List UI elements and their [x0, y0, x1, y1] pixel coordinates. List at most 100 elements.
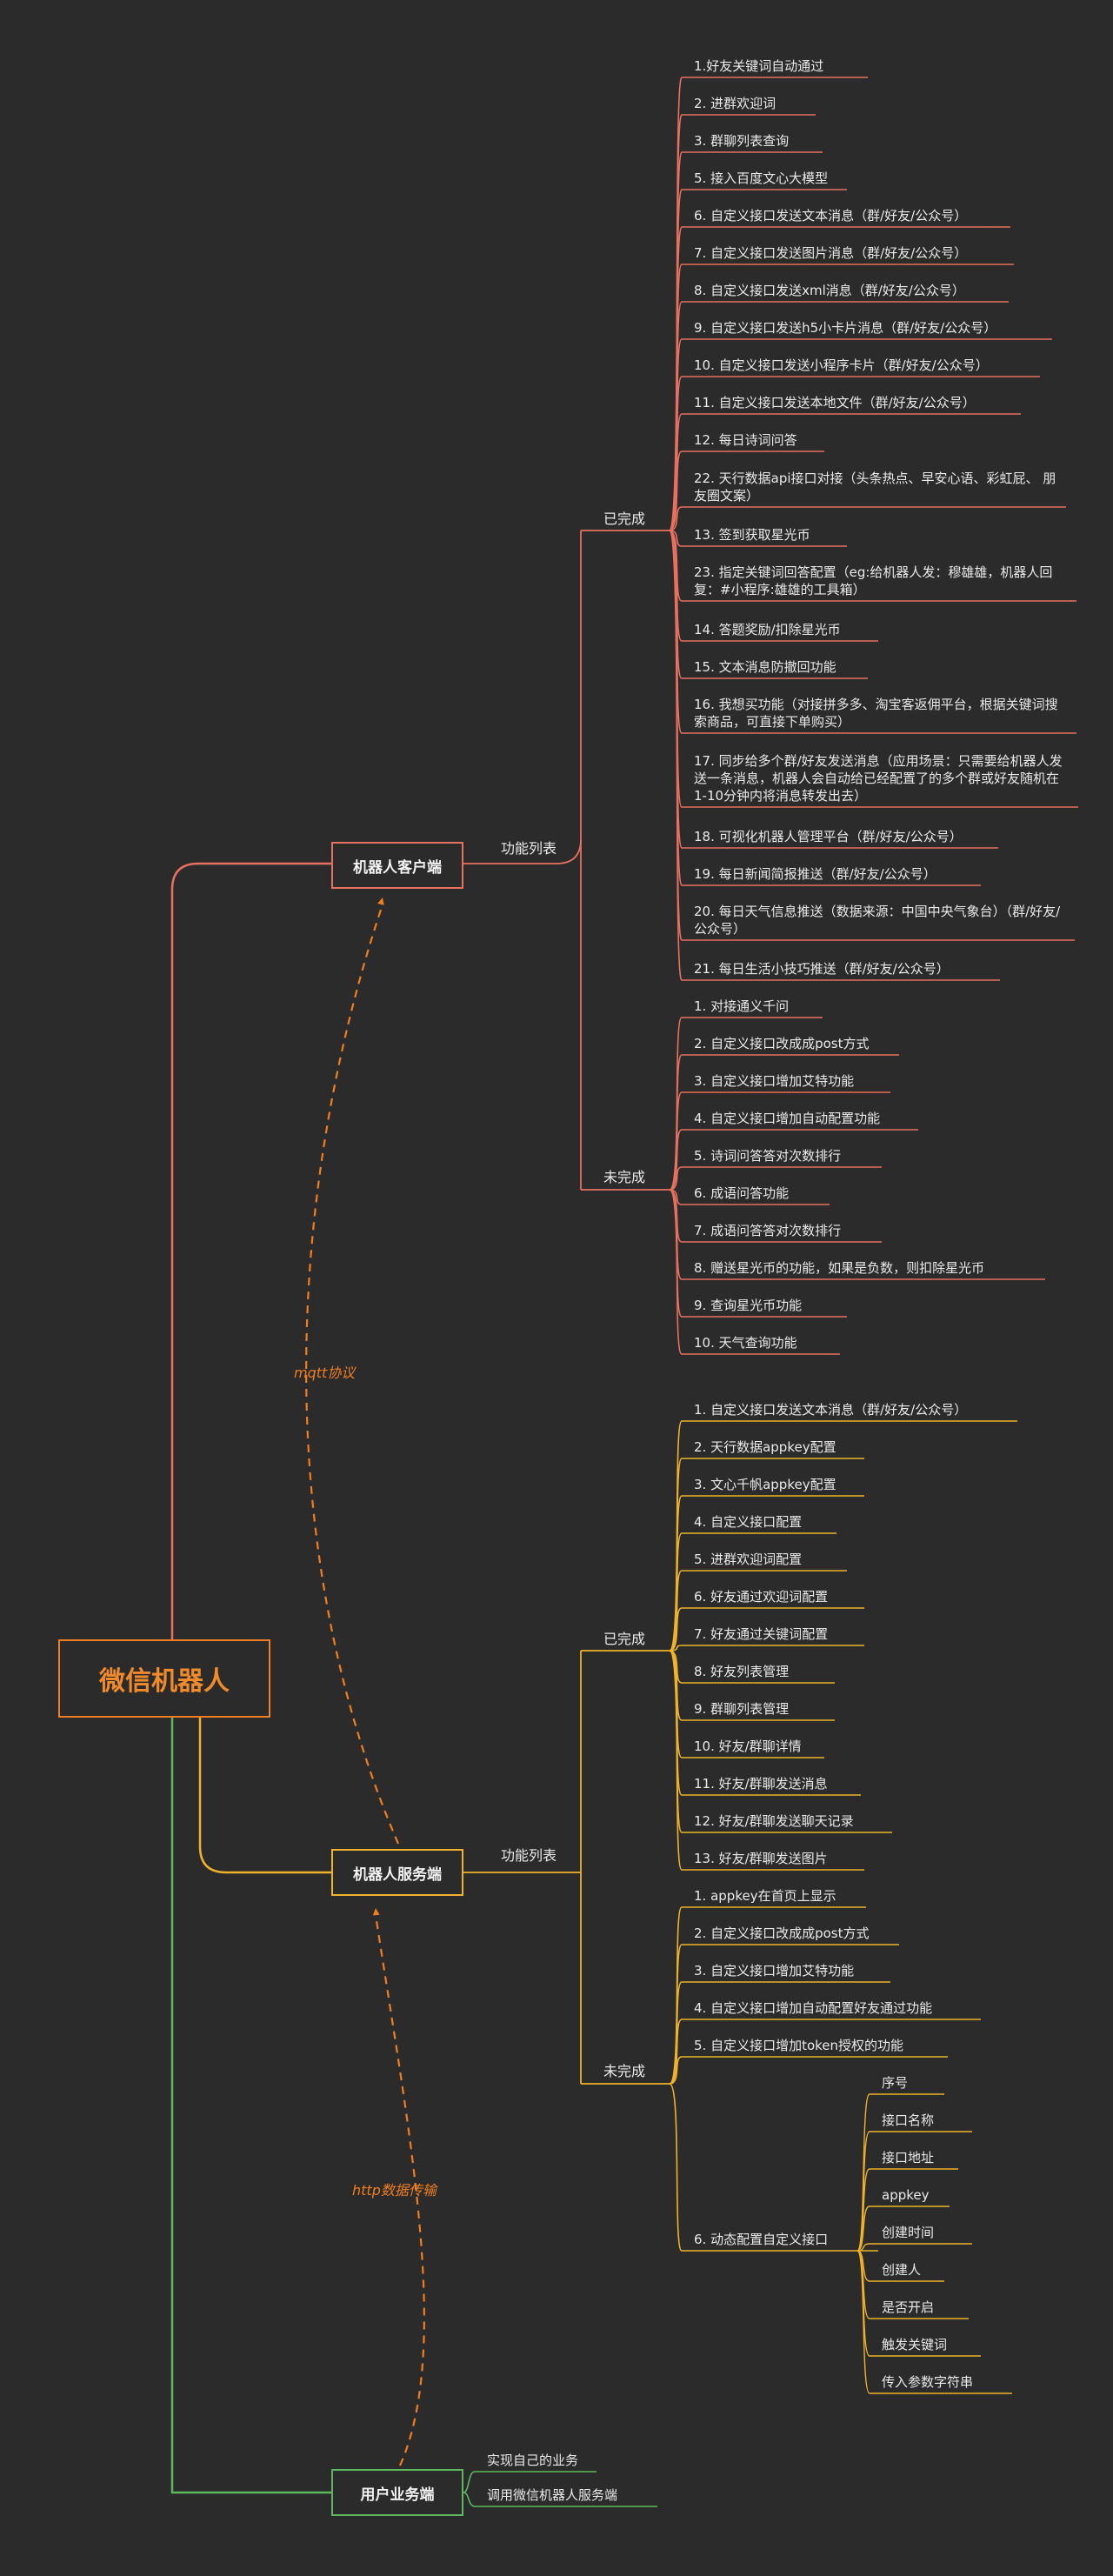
client-todo-item[interactable]: 7. 成语问答答对次数排行	[694, 1223, 842, 1238]
client-feature-list-label: 功能列表	[501, 840, 557, 857]
client-done-item[interactable]: 22. 天行数据api接口对接（头条热点、早安心语、彩虹屁、 朋友圈文案）	[694, 470, 1056, 504]
client-done-item[interactable]: 1.好友关键词自动通过	[694, 58, 824, 74]
server-done-item[interactable]: 4. 自定义接口配置	[694, 1514, 803, 1530]
client-done-item[interactable]: 9. 自定义接口发送h5小卡片消息（群/好友/公众号）	[694, 320, 997, 336]
connector-line	[856, 2206, 870, 2252]
client-done-item[interactable]: 17. 同步给多个群/好友发送消息（应用场景：只需要给机器人发送一条消息，机器人…	[694, 753, 1063, 804]
client-done-item[interactable]: 18. 可视化机器人管理平台（群/好友/公众号）	[694, 829, 963, 844]
dynamic-field-item[interactable]: 接口地址	[882, 2150, 935, 2166]
dynamic-field-item[interactable]: 触发关键词	[882, 2337, 948, 2352]
edge-label-mqtt: mqtt协议	[294, 1365, 356, 1381]
dynamic-field-item[interactable]: 创建时间	[882, 2225, 935, 2240]
client-todo-item[interactable]: 8. 赠送星光币的功能，如果是负数，则扣除星光币	[694, 1260, 985, 1276]
server-done-item[interactable]: 8. 好友列表管理	[694, 1664, 790, 1679]
branch-node-client[interactable]: 机器人客户端	[331, 842, 463, 889]
connector-line	[669, 1650, 683, 1796]
client-done-item[interactable]: 12. 每日诗词问答	[694, 432, 797, 448]
connector-line	[305, 904, 400, 1845]
client-done-item[interactable]: 20. 每日天气信息推送（数据来源：中国中央气象台）（群/好友/公众号）	[694, 904, 1061, 937]
client-done-item[interactable]: 21. 每日生活小技巧推送（群/好友/公众号）	[694, 961, 950, 977]
server-todo-item[interactable]: 6. 动态配置自定义接口	[694, 2232, 829, 2247]
client-todo-item[interactable]: 6. 成语问答功能	[694, 1185, 790, 1201]
client-done-item[interactable]: 14. 答题奖励/扣除星光币	[694, 622, 841, 637]
connector-line	[669, 530, 683, 981]
client-done-item[interactable]: 5. 接入百度文心大模型	[694, 170, 829, 186]
client-done-item[interactable]: 19. 每日新闻简报推送（群/好友/公众号）	[694, 866, 936, 882]
connector-line	[170, 1718, 331, 2494]
client-done-item[interactable]: 10. 自定义接口发送小程序卡片（群/好友/公众号）	[694, 357, 989, 373]
client-todo-item[interactable]: 9. 查询星光币功能	[694, 1298, 803, 1313]
server-todo-item[interactable]: 4. 自定义接口增加自动配置好友通过功能	[694, 2000, 933, 2016]
server-todo-label: 未完成	[603, 2063, 646, 2079]
server-feature-list-label: 功能列表	[501, 1847, 557, 1864]
user-item[interactable]: 实现自己的业务	[487, 2453, 579, 2468]
client-done-item[interactable]: 6. 自定义接口发送文本消息（群/好友/公众号）	[694, 208, 968, 224]
server-done-item[interactable]: 9. 群聊列表管理	[694, 1701, 790, 1717]
root-node[interactable]: 微信机器人	[58, 1639, 270, 1718]
server-done-item[interactable]: 7. 好友通过关键词配置	[694, 1626, 829, 1642]
server-todo-item[interactable]: 3. 自定义接口增加艾特功能	[694, 1963, 855, 1979]
connector-line	[856, 2168, 870, 2252]
dynamic-field-item[interactable]: 序号	[882, 2075, 909, 2091]
connector-line	[856, 2250, 870, 2394]
dynamic-field-item[interactable]: 创建人	[882, 2262, 922, 2278]
user-item[interactable]: 调用微信机器人服务端	[487, 2487, 618, 2503]
server-done-item[interactable]: 5. 进群欢迎词配置	[694, 1552, 803, 1567]
server-done-item[interactable]: 10. 好友/群聊详情	[694, 1738, 802, 1754]
client-todo-item[interactable]: 4. 自定义接口增加自动配置功能	[694, 1111, 881, 1126]
connector-line	[198, 1718, 331, 1874]
server-done-item[interactable]: 3. 文心千帆appkey配置	[694, 1477, 836, 1492]
server-todo-item[interactable]: 1. appkey在首页上显示	[694, 1888, 836, 1904]
connector-line	[669, 1607, 683, 1652]
connector-line	[170, 862, 331, 1678]
server-done-item[interactable]: 13. 好友/群聊发送图片	[694, 1851, 828, 1866]
connector-line	[669, 2083, 683, 2252]
dynamic-field-item[interactable]: appkey	[882, 2187, 930, 2203]
dynamic-field-item[interactable]: 是否开启	[882, 2299, 935, 2315]
connector-line	[669, 2056, 683, 2085]
connector-line	[669, 1129, 683, 1191]
connector-line	[556, 838, 582, 864]
client-todo-item[interactable]: 2. 自定义接口改成成post方式	[694, 1036, 870, 1051]
connector-line	[669, 1650, 683, 1871]
client-done-item[interactable]: 11. 自定义接口发送本地文件（群/好友/公众号）	[694, 395, 976, 410]
connector-line	[463, 2471, 476, 2493]
connector-line	[669, 450, 683, 531]
client-todo-item[interactable]: 10. 天气查询功能	[694, 1335, 797, 1351]
server-todo-item[interactable]: 2. 自定义接口改成成post方式	[694, 1925, 870, 1941]
client-done-item[interactable]: 13. 签到获取星光币	[694, 527, 810, 543]
client-todo-item[interactable]: 5. 诗词问答答对次数排行	[694, 1148, 842, 1164]
connector-line	[669, 1166, 683, 1191]
connector-line	[669, 506, 683, 531]
client-done-label: 已完成	[603, 511, 646, 527]
client-done-item[interactable]: 16. 我想买功能（对接拼多多、淘宝客返佣平台，根据关键词搜索商品，可直接下单购…	[694, 697, 1058, 730]
client-done-item[interactable]: 23. 指定关键词回答配置（eg:给机器人发：穆雄雄，机器人回复：#小程序:雄雄…	[694, 564, 1053, 597]
edge-label-http: http数据传输	[352, 2182, 437, 2199]
client-done-item[interactable]: 15. 文本消息防撤回功能	[694, 659, 836, 675]
server-done-item[interactable]: 1. 自定义接口发送文本消息（群/好友/公众号）	[694, 1402, 968, 1418]
server-done-item[interactable]: 11. 好友/群聊发送消息	[694, 1776, 828, 1792]
server-done-label: 已完成	[603, 1631, 646, 1647]
connector-line	[669, 2019, 683, 2085]
client-done-item[interactable]: 2. 进群欢迎词	[694, 96, 776, 111]
connector-line	[669, 1189, 683, 1318]
client-done-item[interactable]: 8. 自定义接口发送xml消息（群/好友/公众号）	[694, 283, 965, 298]
dynamic-field-item[interactable]: 传入参数字符串	[882, 2374, 974, 2390]
server-done-item[interactable]: 6. 好友通过欢迎词配置	[694, 1589, 829, 1605]
dynamic-field-item[interactable]: 接口名称	[882, 2112, 935, 2128]
connector-line	[669, 1570, 683, 1652]
connector-line	[463, 2492, 476, 2507]
client-todo-label: 未完成	[603, 1169, 646, 1185]
branch-node-server[interactable]: 机器人服务端	[331, 1849, 463, 1896]
client-todo-item[interactable]: 1. 对接通义千问	[694, 998, 790, 1014]
client-todo-item[interactable]: 3. 自定义接口增加艾特功能	[694, 1073, 855, 1089]
connector-line	[669, 1091, 683, 1191]
arrow-head	[372, 1908, 380, 1916]
server-done-item[interactable]: 12. 好友/群聊发送聊天记录	[694, 1813, 854, 1829]
server-todo-item[interactable]: 5. 自定义接口增加token授权的功能	[694, 2038, 904, 2053]
branch-node-user[interactable]: 用户业务端	[331, 2469, 463, 2516]
client-done-item[interactable]: 7. 自定义接口发送图片消息（群/好友/公众号）	[694, 245, 968, 261]
client-done-item[interactable]: 3. 群聊列表查询	[694, 133, 790, 149]
server-done-item[interactable]: 2. 天行数据appkey配置	[694, 1439, 836, 1455]
